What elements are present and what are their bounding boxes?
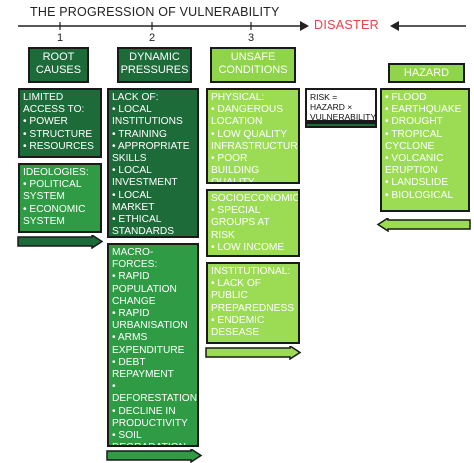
unsafe-arrow bbox=[205, 346, 302, 360]
risk-equation: RISK = HAZARD × VULNERABILITY bbox=[305, 88, 377, 122]
header-root-causes: ROOT CAUSES bbox=[28, 47, 89, 83]
dynamic-arrow-shape bbox=[106, 449, 203, 463]
list-item: • POWER bbox=[23, 116, 68, 128]
list-item: • DROUGHT bbox=[385, 116, 443, 128]
list-item: • TROPICAL CYCLONE bbox=[385, 128, 442, 152]
dynamic-lack-of-box: LACK OF: • LOCAL INSTITUTIONS • TRAINING… bbox=[107, 88, 199, 238]
list-item: • LACK OF PUBLIC PREPAREDNESS bbox=[211, 278, 295, 314]
dynamic-lack-of-label: LACK OF: bbox=[112, 92, 159, 103]
list-item: • ECONOMIC SYSTEM bbox=[23, 203, 86, 227]
root-ideologies-box: IDEOLOGIES: • POLITICAL SYSTEM • ECONOMI… bbox=[18, 163, 102, 233]
unsafe-institutional-label: INSTITUTIONAL: bbox=[211, 266, 291, 277]
list-item: • LANDSLIDE bbox=[385, 177, 449, 189]
list-item: • LOCAL INSTITUTIONS bbox=[112, 104, 183, 128]
list-item: • ENDEMIC DESEASE bbox=[211, 314, 265, 339]
root-limited-access-label: LIMITED ACCESS TO: bbox=[23, 92, 85, 116]
list-item: • ARMS EXPENDITURE bbox=[112, 332, 185, 356]
tick-label-2: 2 bbox=[149, 32, 156, 44]
list-item: • DEFORESTATION bbox=[112, 381, 198, 405]
list-item: • STRUCTURE bbox=[23, 128, 93, 140]
list-item: • FLOOD bbox=[385, 92, 427, 103]
root-arrow-shape bbox=[17, 235, 104, 249]
hazard-timeline-arrowhead bbox=[390, 21, 399, 31]
list-item: • DANGEROUS LOCATION bbox=[211, 104, 284, 128]
list-item: • POLITICAL SYSTEM bbox=[23, 179, 82, 203]
unsafe-arrow-shape bbox=[205, 346, 302, 360]
disaster-label: DISASTER bbox=[314, 18, 379, 32]
unsafe-socioeconomic-box: SOCIOECONOMIC: • SPECIAL GROUPS AT RISK … bbox=[206, 189, 300, 257]
header-hazard: HAZARD bbox=[388, 63, 465, 83]
list-item: • VOLCANIC ERUPTION bbox=[385, 153, 444, 177]
header-dynamic-pressures: DYNAMIC PRESSURES bbox=[117, 47, 192, 83]
risk-bar bbox=[305, 122, 377, 128]
dynamic-arrow bbox=[106, 449, 203, 463]
root-limited-access-box: LIMITED ACCESS TO: • POWER • STRUCTURE •… bbox=[18, 88, 102, 158]
list-item: • ETHICAL STANDARDS bbox=[112, 214, 175, 238]
list-item: • RAPID POPULATION CHANGE bbox=[112, 271, 177, 307]
list-item: • LOW QUALITY INFRASTRUCTURE bbox=[211, 128, 300, 152]
timeline-svg bbox=[18, 21, 466, 31]
list-item: • SOIL DEGRADATION bbox=[112, 430, 186, 445]
list-item: • RAPID URBANISATION bbox=[112, 308, 188, 332]
list-item: • POOR BUILDING QUALITY bbox=[211, 153, 260, 184]
tick-label-1: 1 bbox=[57, 32, 64, 44]
hazard-arrow bbox=[376, 218, 471, 232]
timeline-arrowhead bbox=[300, 21, 309, 31]
list-item: • TRAINING bbox=[112, 128, 167, 140]
hazard-arrow-shape bbox=[376, 218, 471, 232]
unsafe-institutional-box: INSTITUTIONAL: • LACK OF PUBLIC PREPARED… bbox=[206, 262, 300, 344]
header-unsafe-conditions: UNSAFE CONDITIONS bbox=[210, 47, 296, 83]
list-item: • LOCAL INVESTMENT bbox=[112, 165, 178, 189]
dynamic-macro-forces-box: MACRO-FORCES: • RAPID POPULATION CHANGE … bbox=[107, 243, 199, 447]
list-item: • DECLINE IN PRODUCTIVITY bbox=[112, 405, 188, 429]
root-arrow bbox=[17, 235, 104, 249]
list-item: • LOCAL MARKET bbox=[112, 189, 155, 213]
tick-label-3: 3 bbox=[248, 32, 255, 44]
list-item: • SPECIAL GROUPS AT RISK bbox=[211, 205, 270, 241]
list-item: • BIOLOGICAL bbox=[385, 189, 454, 201]
root-ideologies-label: IDEOLOGIES: bbox=[23, 167, 89, 178]
list-item: • RESOURCES bbox=[23, 140, 94, 152]
list-item: • LOW INCOME bbox=[211, 241, 285, 253]
dynamic-macro-forces-label: MACRO-FORCES: bbox=[112, 247, 158, 271]
list-item: • DEBT REPAYMENT bbox=[112, 356, 174, 381]
unsafe-physical-box: PHYSICAL: • DANGEROUS LOCATION • LOW QUA… bbox=[206, 88, 300, 184]
hazard-box: • FLOOD • EARTHQUAKE • DROUGHT • TROPICA… bbox=[380, 88, 470, 212]
list-item: • EARTHQUAKE bbox=[385, 104, 462, 116]
list-item: • APPROPRIATE SKILLS bbox=[112, 140, 190, 165]
unsafe-physical-label: PHYSICAL: bbox=[211, 92, 265, 103]
unsafe-socioeconomic-label: SOCIOECONOMIC: bbox=[211, 193, 300, 204]
diagram-title: THE PROGRESSION OF VULNERABILITY bbox=[30, 5, 280, 19]
